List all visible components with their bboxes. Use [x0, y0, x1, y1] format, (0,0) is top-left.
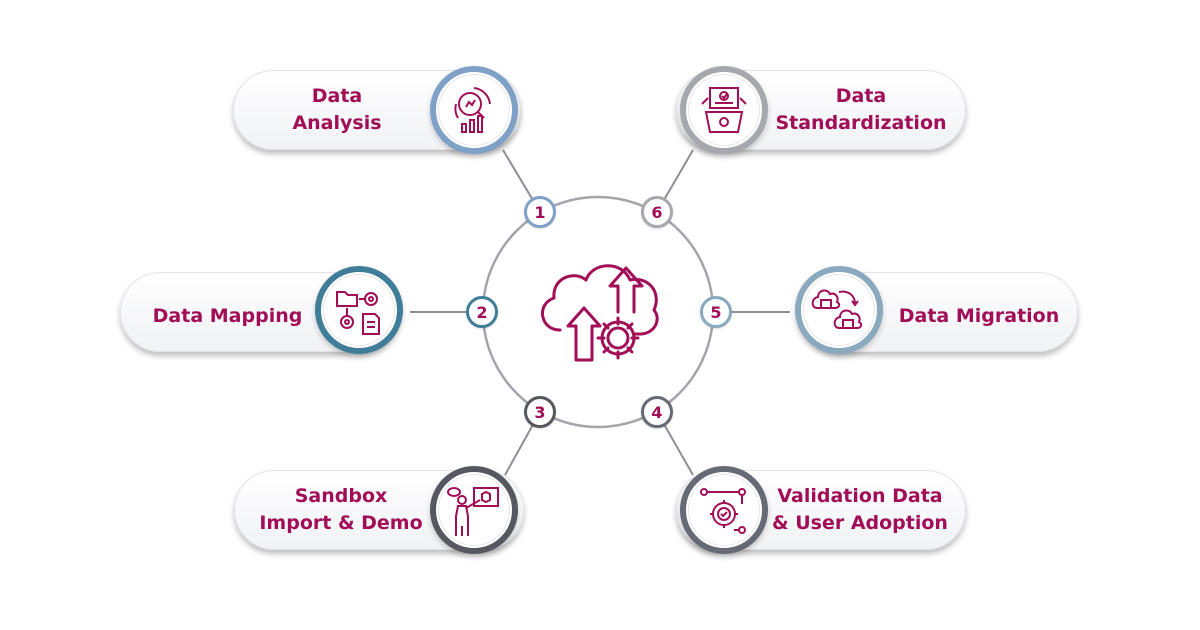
step-2-badge: 2 [466, 296, 498, 328]
step-2-label: Data Mapping [152, 304, 303, 327]
standardization-laptop-icon [701, 87, 747, 133]
step-1-badge: 1 [524, 196, 556, 228]
step-5-label: Data Migration [898, 304, 1060, 327]
step-4-badge: 4 [641, 396, 673, 428]
step-5-icon-ring [795, 266, 883, 354]
step-3-icon-ring [430, 466, 518, 554]
step-2-icon-ring [315, 266, 403, 354]
validation-gear-check-icon [700, 488, 746, 534]
step-3-badge: 3 [524, 396, 556, 428]
step-4-label: Validation Data& User Adoption [772, 485, 948, 534]
mapping-folder-gear-icon [336, 291, 380, 335]
step-4-icon-ring [680, 466, 768, 554]
analysis-magnifier-icon [454, 87, 491, 133]
cloud-upload-gear-icon [541, 264, 659, 362]
step-5-badge: 5 [700, 296, 732, 328]
step-1-icon-ring [430, 66, 518, 154]
migration-cloud-arrows-icon [811, 289, 863, 329]
presenter-board-icon [447, 487, 499, 536]
step-6-badge: 6 [641, 196, 673, 228]
step-6-icon-ring [680, 66, 768, 154]
